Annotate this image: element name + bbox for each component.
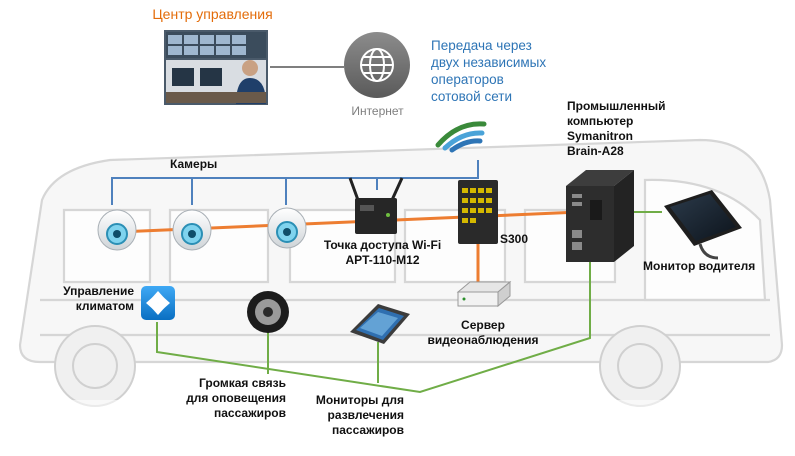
pa-label: Громкая связь для оповещения пассажиров [186, 376, 286, 420]
climate-label: Управление климатом [63, 284, 134, 313]
internet-label: Интернет [351, 104, 404, 118]
server-label: Сервер видеонаблюдения [427, 318, 539, 347]
switch-icon [458, 180, 498, 244]
wifi-signal-icon [435, 121, 487, 153]
router-icon [348, 177, 404, 234]
computer-label: Промышленный компьютер Symanitron Brain-… [567, 99, 666, 158]
control-center-photo [164, 30, 268, 105]
camera-network-lines [111, 160, 479, 205]
monitor-icon [350, 304, 410, 344]
dome-camera-icon [172, 209, 212, 251]
passenger-monitors-label: Мониторы для развлечения пассажиров [315, 393, 404, 437]
server-icon [456, 280, 512, 308]
dome-camera-icon [267, 207, 307, 249]
control-lines [156, 211, 662, 394]
dome-camera-icon [97, 209, 137, 251]
driver-monitor-label: Монитор водителя [643, 259, 756, 273]
transmission-label: Передача через двух независимых оператор… [431, 38, 547, 104]
climate-icon [141, 286, 175, 320]
globe-icon [344, 32, 410, 98]
computer-icon [566, 170, 634, 262]
access-point-label: Точка доступа Wi-Fi APT-110-M12 [323, 238, 442, 267]
control-center-title: Центр управления [152, 6, 273, 22]
bus-wheels [54, 325, 681, 407]
monitor-icon [664, 190, 742, 260]
cameras-label: Камеры [170, 157, 218, 171]
speaker-icon [247, 291, 289, 333]
switch-label: S300 [500, 232, 529, 246]
